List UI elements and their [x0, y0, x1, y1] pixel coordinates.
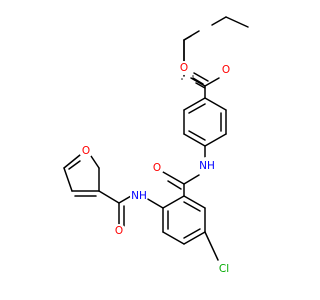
bond: [63, 154, 81, 169]
bond: [68, 160, 81, 170]
bond: [211, 16, 227, 26]
bond: [188, 103, 206, 114]
atom-label-nitrogen: NH: [131, 190, 147, 202]
atom-label-nitrogen: NH: [199, 160, 215, 172]
atom-N_amide_lower: NH: [130, 187, 148, 205]
bond: [193, 72, 209, 82]
bond: [90, 155, 100, 169]
bond: [204, 133, 227, 147]
bond: [183, 231, 206, 245]
bond: [183, 174, 200, 185]
bond: [188, 130, 206, 141]
bond: [195, 82, 206, 89]
atom-O_furan: O: [79, 144, 93, 158]
bond: [183, 201, 201, 212]
atom-label-oxygen: O: [82, 145, 90, 157]
bond: [192, 77, 204, 85]
bonds: [63, 16, 249, 261]
atom-label-oxygen: O: [115, 225, 123, 237]
bond: [183, 195, 206, 209]
atom-O_amide_lower: O: [112, 224, 126, 238]
atom-label-oxygen: O: [153, 162, 161, 174]
bond: [183, 228, 201, 239]
bond: [167, 180, 182, 190]
bond: [204, 97, 227, 111]
bond: [183, 35, 192, 41]
bond: [204, 77, 220, 87]
atom-O_ester_carbonyl: O: [177, 61, 191, 75]
bond: [162, 231, 185, 245]
bond: [183, 97, 206, 111]
bond: [225, 16, 249, 28]
bond: [204, 231, 219, 261]
bond: [162, 195, 185, 209]
bond: [118, 195, 132, 204]
atom-labels: O O O NH O NH O Cl: [79, 61, 233, 278]
bond: [162, 171, 185, 185]
molecule-structure: O O O NH O NH O Cl: [63, 16, 249, 278]
atom-label-chlorine: Cl: [219, 263, 229, 275]
bond: [145, 197, 164, 209]
bond: [63, 167, 73, 192]
atom-label-oxygen: O: [180, 62, 188, 74]
bond: [98, 190, 120, 204]
bond: [190, 77, 206, 87]
atom-O_amide_upper: O: [150, 161, 164, 175]
atom-O_ester_ether: O: [219, 63, 233, 77]
atom-label-oxygen: O: [222, 64, 230, 76]
atom-N_amide_upper: NH: [198, 157, 216, 175]
bond: [183, 133, 206, 147]
atom-Cl: Cl: [215, 260, 233, 278]
